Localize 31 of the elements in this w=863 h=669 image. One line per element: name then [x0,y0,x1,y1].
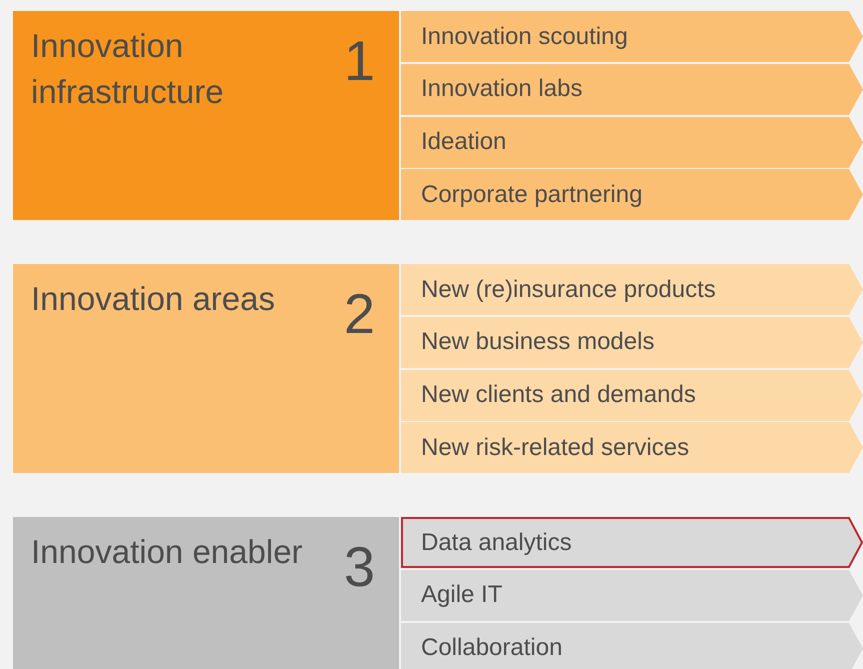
category-title: Innovation enabler [31,532,304,572]
category-title: Innovation infrastructure [31,26,225,112]
item-label: New business models [421,328,654,356]
item-label: Innovation labs [421,75,582,104]
item-label: New clients and demands [421,381,696,409]
chevron-item [401,264,863,315]
chevron-item [401,116,863,168]
item-label: New (re)insurance products [421,276,716,304]
item-label: Innovation scouting [421,22,628,50]
category-panel [13,11,399,220]
category-title: Innovation areas [31,279,276,319]
chevron-item [401,64,863,115]
chevron-item [401,422,863,474]
item-label: Corporate partnering [421,180,642,209]
item-label: Ideation [421,128,506,156]
category-number: 1 [344,31,375,91]
chevron-item [401,169,863,220]
chevron-item [401,622,863,669]
chevron-item [401,570,863,621]
chevron-item [401,370,863,420]
category-panel [13,264,399,473]
chevron-item [401,316,863,368]
item-label: Data analytics [421,528,572,556]
item-label: Collaboration [421,634,562,662]
chevron-item [401,11,863,62]
item-label: New risk-related services [421,434,690,462]
category-panel [13,517,399,669]
category-number: 2 [344,284,375,344]
chevron-item [401,517,863,568]
category-number: 3 [344,537,375,597]
item-label: Agile IT [421,581,502,610]
